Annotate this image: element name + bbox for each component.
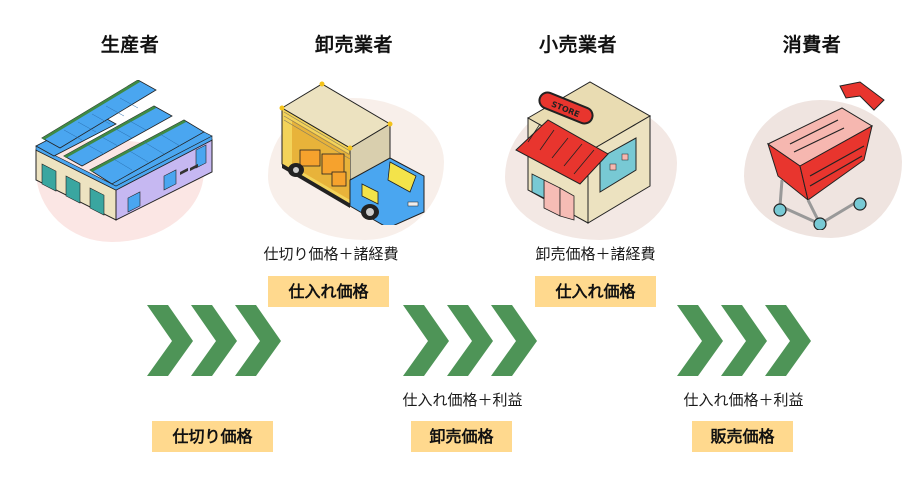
retail-selling-formula: 仕入れ価格＋利益 [683,391,804,409]
retail-price-label: 販売価格 [692,421,793,452]
factory-price-label: 仕切り価格 [152,421,273,452]
retailer-purchase-formula: 卸売価格＋諸経費 [535,245,656,263]
retailer-purchase-price-label: 仕入れ価格 [535,276,656,307]
wholesale-price-label: 卸売価格 [411,421,512,452]
shopping-cart-icon [760,80,900,230]
stage-title-consumer: 消費者 [782,34,842,56]
stage-title-wholesaler: 卸売業者 [314,34,393,56]
delivery-truck-icon [278,80,428,225]
wholesaler-purchase-price-label: 仕入れ価格 [268,276,389,307]
store-icon: STORE [508,80,668,230]
wholesale-selling-formula: 仕入れ価格＋利益 [402,391,523,409]
factory-icon [34,80,214,225]
stage-title-retailer: 小売業者 [538,34,617,56]
flow-arrow-wholesaler-to-retailer [403,305,543,377]
flow-arrow-producer-to-wholesaler [147,305,287,377]
flow-arrow-retailer-to-consumer [677,305,817,377]
wholesaler-purchase-formula: 仕切り価格＋諸経費 [263,245,399,263]
stage-title-producer: 生産者 [100,34,160,56]
